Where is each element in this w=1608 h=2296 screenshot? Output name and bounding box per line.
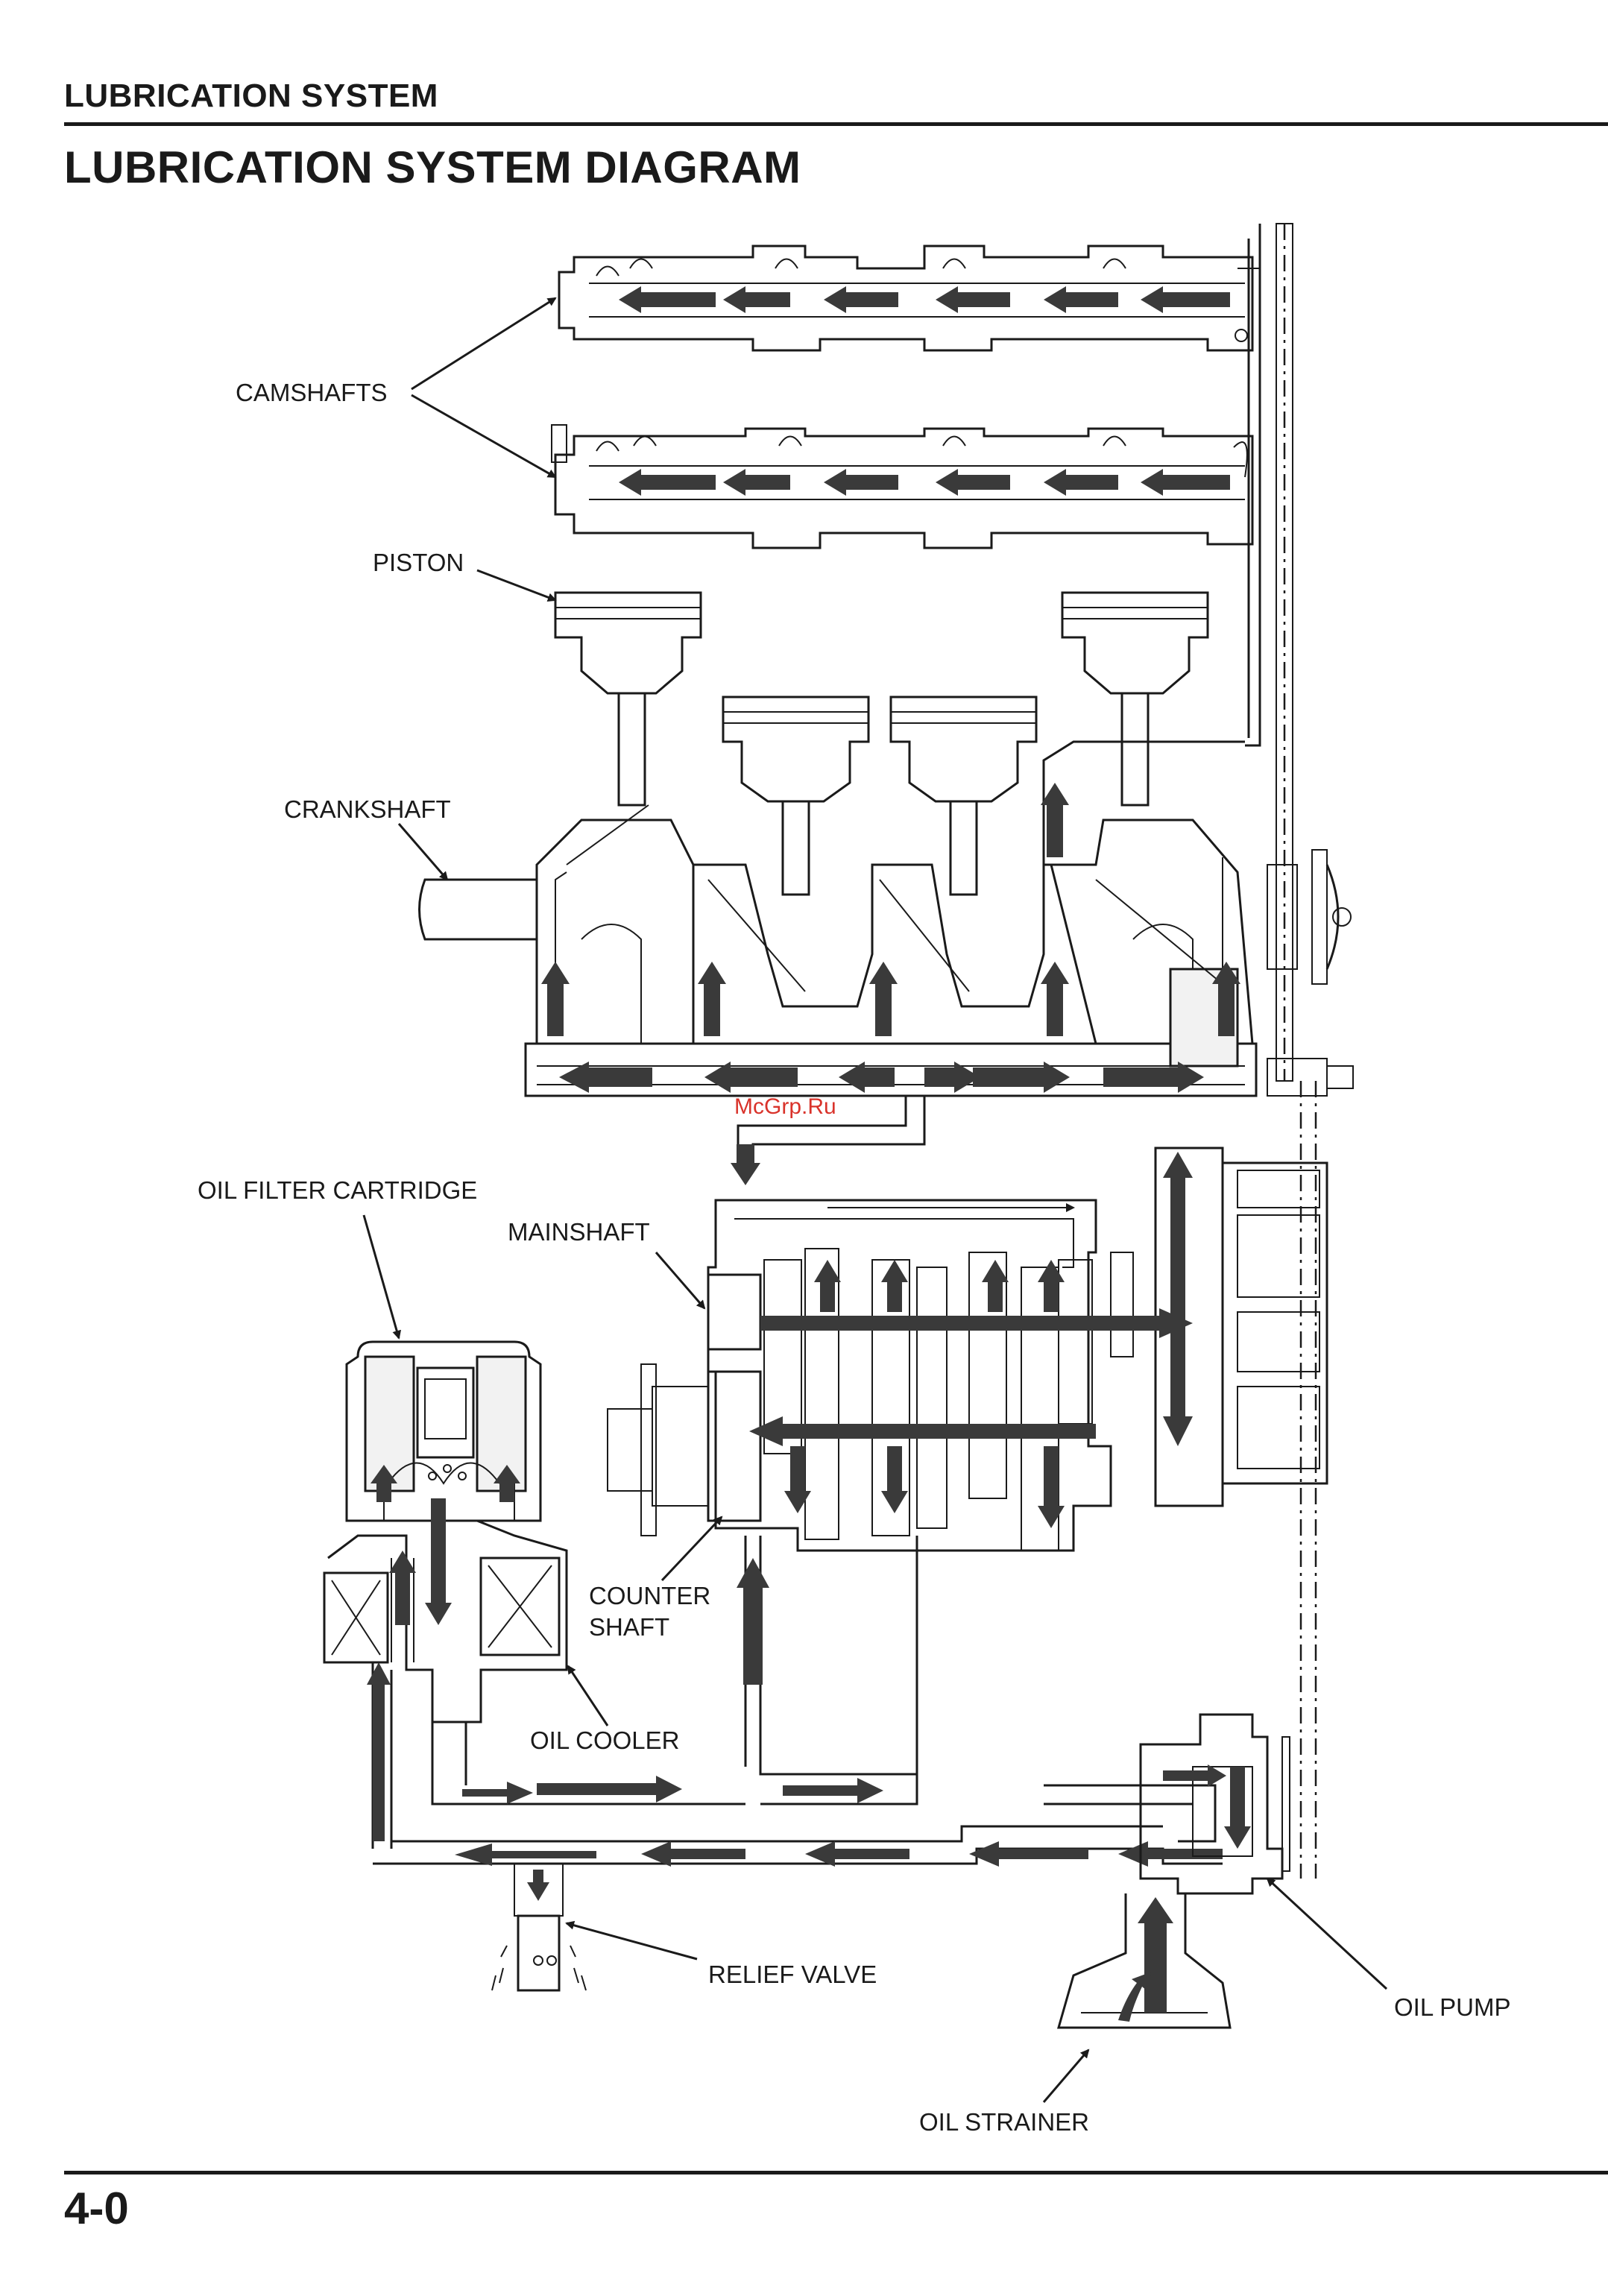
label-relief-valve: RELIEF VALVE [708, 1961, 877, 1988]
crankshaft-flow-arrows [541, 783, 1240, 1185]
label-oil-filter-cartridge: OIL FILTER CARTRIDGE [198, 1176, 477, 1204]
transmission-flow-arrows [737, 1152, 1193, 1774]
oil-pump [1044, 1715, 1290, 1893]
label-counter-shaft-line1: COUNTER [589, 1582, 710, 1609]
page-number: 4-0 [64, 2183, 129, 2234]
cam-chain [1276, 224, 1316, 1879]
label-oil-cooler: OIL COOLER [530, 1726, 680, 1754]
piston-1 [555, 593, 701, 805]
crankshaft-oil-passages [555, 742, 1245, 1036]
piston-4 [1062, 593, 1208, 805]
label-oil-pump: OIL PUMP [1394, 1993, 1510, 2021]
label-oil-strainer: OIL STRAINER [919, 2108, 1089, 2136]
callout-labels: CAMSHAFTS PISTON CRANKSHAFT OIL FILTER C… [198, 379, 1510, 2136]
camshaft-upper-flow-arrows [619, 286, 1230, 313]
main-oil-gallery [373, 1722, 1223, 1867]
label-counter-shaft-line2: SHAFT [589, 1613, 669, 1641]
oil-filter-cartridge [347, 1342, 540, 1625]
crankshaft [420, 820, 1354, 1096]
label-camshafts: CAMSHAFTS [236, 379, 388, 406]
relief-valve [492, 1864, 586, 1990]
label-crankshaft: CRANKSHAFT [284, 795, 451, 823]
camshaft-lower-flow-arrows [619, 469, 1230, 496]
watermark-text: McGrp.Ru [734, 1094, 836, 1120]
label-mainshaft: MAINSHAFT [508, 1218, 650, 1246]
oil-strainer [1059, 1893, 1230, 2028]
label-piston: PISTON [373, 549, 464, 576]
footer-rule [64, 2171, 1608, 2174]
